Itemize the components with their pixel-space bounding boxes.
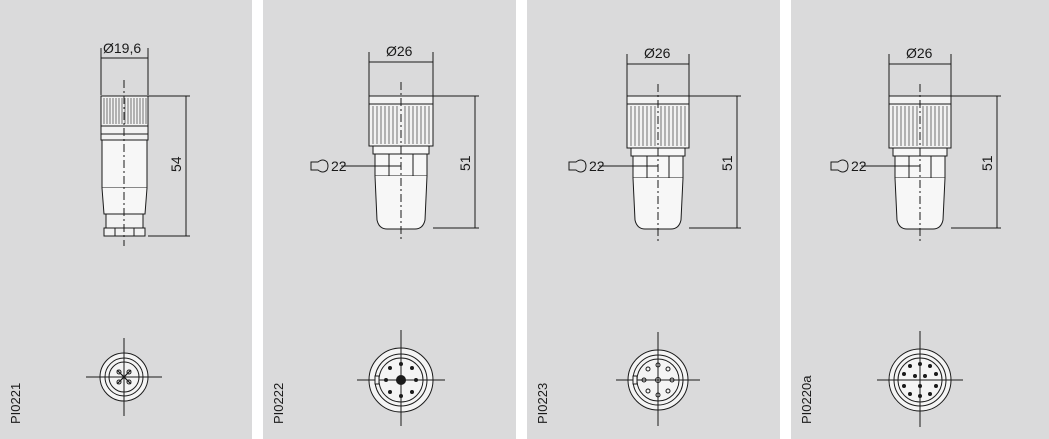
part-code-3: PI0223 <box>535 383 550 424</box>
part-code-1: PI0221 <box>8 383 23 424</box>
drawing-panel-3: Ø26 51 22 PI0223 <box>527 0 780 439</box>
diameter-dimension-1: Ø19,6 <box>103 40 141 56</box>
part-code-4: PI0220a <box>799 375 814 424</box>
connector-drawing-1: Ø19,6 54 PI0221 <box>8 40 190 424</box>
drawing-panel-2: Ø26 51 22 PI0222 <box>263 0 516 439</box>
connector-drawing-4: Ø26 51 22 PI0220a <box>799 45 1001 427</box>
diameter-dimension-4: Ø26 <box>906 45 933 61</box>
drawing-panel-1: Ø19,6 54 PI0221 <box>0 0 252 439</box>
diameter-dimension-3: Ø26 <box>644 45 671 61</box>
length-dimension-4: 51 <box>979 155 995 171</box>
wrench-size-3: 22 <box>589 158 605 174</box>
connector-drawing-2: Ø26 51 22 PI0222 <box>271 43 479 426</box>
connector-drawing-3: Ø26 51 22 PI0223 <box>535 45 741 426</box>
length-dimension-1: 54 <box>168 156 184 172</box>
length-dimension-2: 51 <box>457 155 473 171</box>
part-code-2: PI0222 <box>271 383 286 424</box>
wrench-size-2: 22 <box>331 158 347 174</box>
wrench-size-4: 22 <box>851 158 867 174</box>
drawing-panel-4: Ø26 51 22 PI0220a <box>791 0 1049 439</box>
length-dimension-3: 51 <box>719 155 735 171</box>
diameter-dimension-2: Ø26 <box>386 43 413 59</box>
